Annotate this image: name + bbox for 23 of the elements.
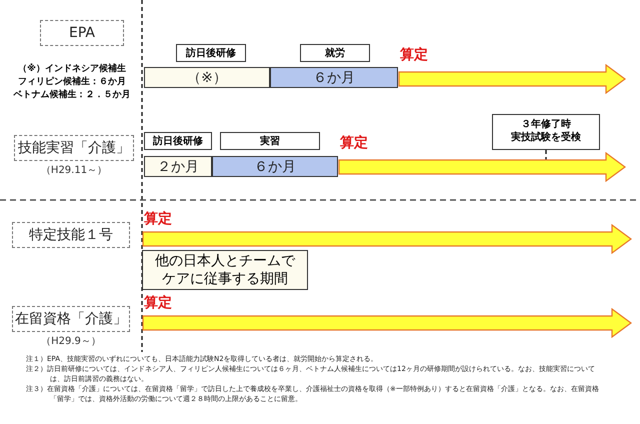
calculation-start-label: 算定 — [144, 210, 172, 228]
date-label: （H29.9～） — [40, 335, 102, 348]
calculation-start-label: 算定 — [144, 294, 172, 312]
callout-label: 訪日後研修 — [176, 44, 246, 62]
note-text: （※）インドネシア候補生 — [17, 62, 127, 75]
calculation-start-label: 算定 — [340, 134, 368, 152]
callout-label: 就労 — [300, 44, 370, 62]
note-text: ベトナム候補生：２．５か月 — [12, 88, 132, 101]
category-box: 特定技能１号 — [12, 222, 130, 248]
category-box: 在留資格「介護」 — [12, 306, 130, 332]
period-bar: （※） — [144, 67, 270, 88]
period-bar: ２か月 — [144, 156, 212, 177]
category-box: 技能実習「介護」 — [14, 135, 134, 161]
note-text: フィリピン候補生：６か月 — [17, 75, 127, 88]
period-bar: ６か月 — [212, 156, 338, 177]
date-label: （H29.11～） — [40, 164, 108, 177]
note-box: 他の日本人とチームでケアに従事する期間 — [142, 250, 308, 290]
callout-label: 訪日後研修 — [144, 132, 212, 150]
note-box: ３年修了時実技試験を受検 — [492, 114, 600, 150]
callout-label: 実習 — [220, 132, 320, 150]
period-bar: ６か月 — [270, 67, 398, 88]
category-box: EPA — [40, 20, 124, 46]
calculation-start-label: 算定 — [400, 46, 428, 64]
